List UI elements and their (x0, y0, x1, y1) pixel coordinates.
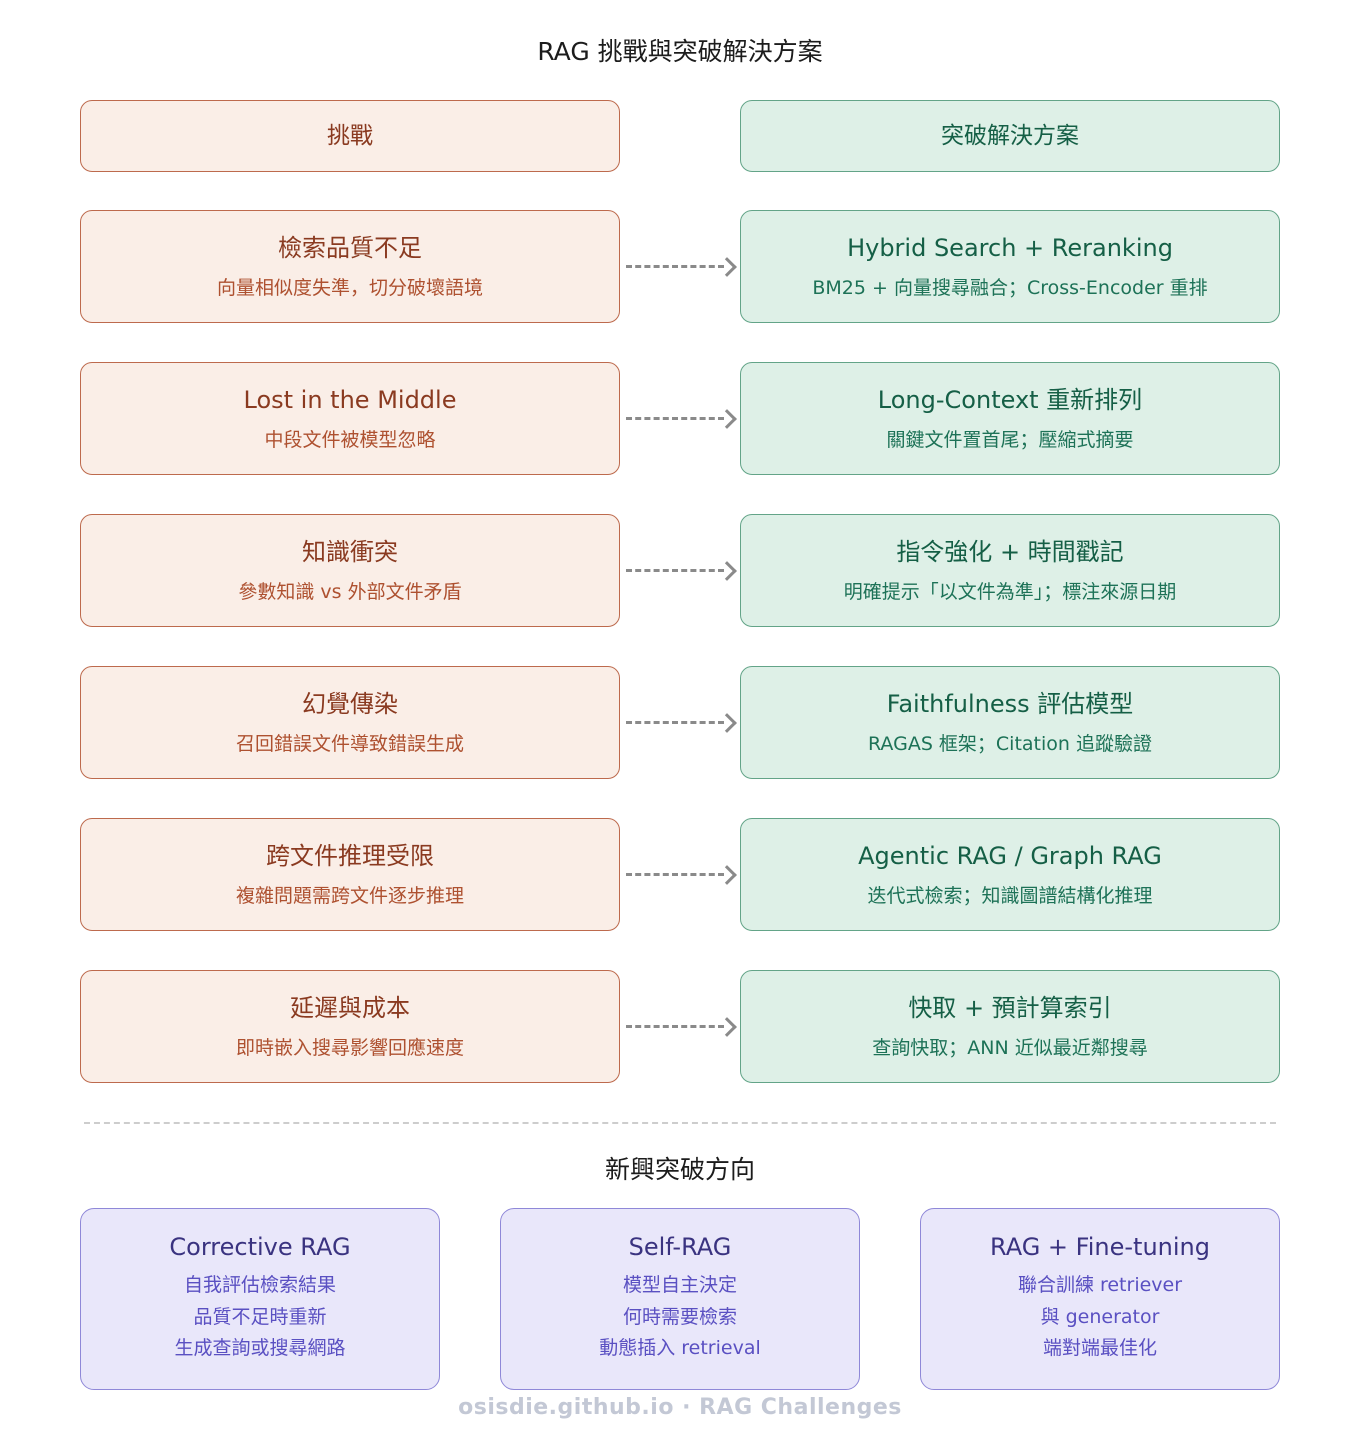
solutions-header-label: 突破解決方案 (941, 122, 1079, 149)
challenge-box-lost-in-middle: Lost in the Middle 中段文件被模型忽略 (80, 362, 620, 475)
card-line: 生成查詢或搜尋網路 (174, 1337, 346, 1360)
solution-subtitle: 關鍵文件置首尾；壓縮式摘要 (886, 428, 1134, 451)
challenge-box-cross-doc-reasoning: 跨文件推理受限 複雜問題需跨文件逐步推理 (80, 818, 620, 931)
solution-subtitle: 明確提示「以文件為準」；標注來源日期 (843, 580, 1177, 603)
solution-subtitle: RAGAS 框架；Citation 追蹤驗證 (868, 732, 1152, 755)
solution-subtitle: BM25 + 向量搜尋融合；Cross-Encoder 重排 (812, 276, 1208, 299)
solution-title: 指令強化 + 時間戳記 (896, 537, 1124, 566)
challenge-box-latency-cost: 延遲與成本 即時嵌入搜尋影響回應速度 (80, 970, 620, 1083)
arrow-connector-6 (626, 1017, 737, 1037)
challenge-title: 檢索品質不足 (278, 233, 422, 262)
challenge-subtitle: 參數知識 vs 外部文件矛盾 (238, 580, 462, 603)
solution-subtitle: 查詢快取；ANN 近似最近鄰搜尋 (872, 1036, 1148, 1059)
arrow-connector-4 (626, 713, 737, 733)
solution-title: Long-Context 重新排列 (877, 385, 1143, 414)
card-line: 何時需要檢索 (622, 1305, 737, 1328)
solution-box-instruction-timestamp: 指令強化 + 時間戳記 明確提示「以文件為準」；標注來源日期 (740, 514, 1280, 627)
solution-box-hybrid-search: Hybrid Search + Reranking BM25 + 向量搜尋融合；… (740, 210, 1280, 323)
solution-box-long-context: Long-Context 重新排列 關鍵文件置首尾；壓縮式摘要 (740, 362, 1280, 475)
arrowhead-icon (717, 1017, 737, 1037)
solution-box-cache-precompute: 快取 + 預計算索引 查詢快取；ANN 近似最近鄰搜尋 (740, 970, 1280, 1083)
footer-watermark: osisdie.github.io · RAG Challenges (458, 1395, 902, 1420)
solution-box-agentic-graph-rag: Agentic RAG / Graph RAG 迭代式檢索；知識圖譜結構化推理 (740, 818, 1280, 931)
card-title: Self-RAG (628, 1232, 732, 1261)
arrowhead-icon (717, 865, 737, 885)
arrow-connector-1 (626, 257, 737, 277)
challenge-title: 跨文件推理受限 (266, 841, 434, 870)
challenge-box-knowledge-conflict: 知識衝突 參數知識 vs 外部文件矛盾 (80, 514, 620, 627)
arrowhead-icon (717, 257, 737, 277)
challenge-subtitle: 召回錯誤文件導致錯誤生成 (235, 732, 464, 755)
emerging-card-rag-fine-tuning: RAG + Fine-tuning 聯合訓練 retriever 與 gener… (920, 1208, 1280, 1390)
arrow-connector-2 (626, 409, 737, 429)
solution-box-faithfulness: Faithfulness 評估模型 RAGAS 框架；Citation 追蹤驗證 (740, 666, 1280, 779)
challenge-title: 延遲與成本 (290, 993, 410, 1022)
arrow-connector-5 (626, 865, 737, 885)
arrowhead-icon (717, 713, 737, 733)
challenge-subtitle: 複雜問題需跨文件逐步推理 (235, 884, 464, 907)
challenge-title: 知識衝突 (302, 537, 398, 566)
challenge-box-retrieval-quality: 檢索品質不足 向量相似度失準，切分破壞語境 (80, 210, 620, 323)
challenge-title: Lost in the Middle (243, 385, 457, 414)
solutions-header-box: 突破解決方案 (740, 100, 1280, 172)
emerging-section-title: 新興突破方向 (604, 1155, 755, 1184)
arrowhead-icon (717, 561, 737, 581)
card-line: 端對端最佳化 (1042, 1337, 1157, 1360)
card-line: 聯合訓練 retriever (1017, 1273, 1183, 1296)
arrowhead-icon (717, 409, 737, 429)
page-title: RAG 挑戰與突破解決方案 (537, 37, 823, 66)
card-title: RAG + Fine-tuning (990, 1232, 1210, 1261)
emerging-card-self-rag: Self-RAG 模型自主決定 何時需要檢索 動態插入 retrieval (500, 1208, 860, 1390)
card-title: Corrective RAG (169, 1232, 351, 1261)
emerging-card-corrective-rag: Corrective RAG 自我評估檢索結果 品質不足時重新 生成查詢或搜尋網… (80, 1208, 440, 1390)
card-line: 與 generator (1040, 1305, 1160, 1328)
card-line: 品質不足時重新 (193, 1305, 327, 1328)
challenges-header-label: 挑戰 (327, 122, 373, 149)
solution-subtitle: 迭代式檢索；知識圖譜結構化推理 (867, 884, 1153, 907)
challenges-header-box: 挑戰 (80, 100, 620, 172)
solution-title: Faithfulness 評估模型 (886, 689, 1134, 718)
solution-title: Agentic RAG / Graph RAG (858, 841, 1162, 870)
card-line: 動態插入 retrieval (599, 1337, 761, 1360)
solution-title: Hybrid Search + Reranking (847, 233, 1173, 262)
arrow-connector-3 (626, 561, 737, 581)
challenge-subtitle: 即時嵌入搜尋影響回應速度 (235, 1036, 464, 1059)
challenge-title: 幻覺傳染 (302, 689, 398, 718)
card-line: 自我評估檢索結果 (183, 1273, 336, 1296)
challenge-box-hallucination: 幻覺傳染 召回錯誤文件導致錯誤生成 (80, 666, 620, 779)
challenge-subtitle: 向量相似度失準，切分破壞語境 (216, 276, 483, 299)
card-line: 模型自主決定 (622, 1273, 737, 1296)
challenge-subtitle: 中段文件被模型忽略 (264, 428, 436, 451)
solution-title: 快取 + 預計算索引 (908, 993, 1112, 1022)
section-divider (84, 1122, 1276, 1124)
